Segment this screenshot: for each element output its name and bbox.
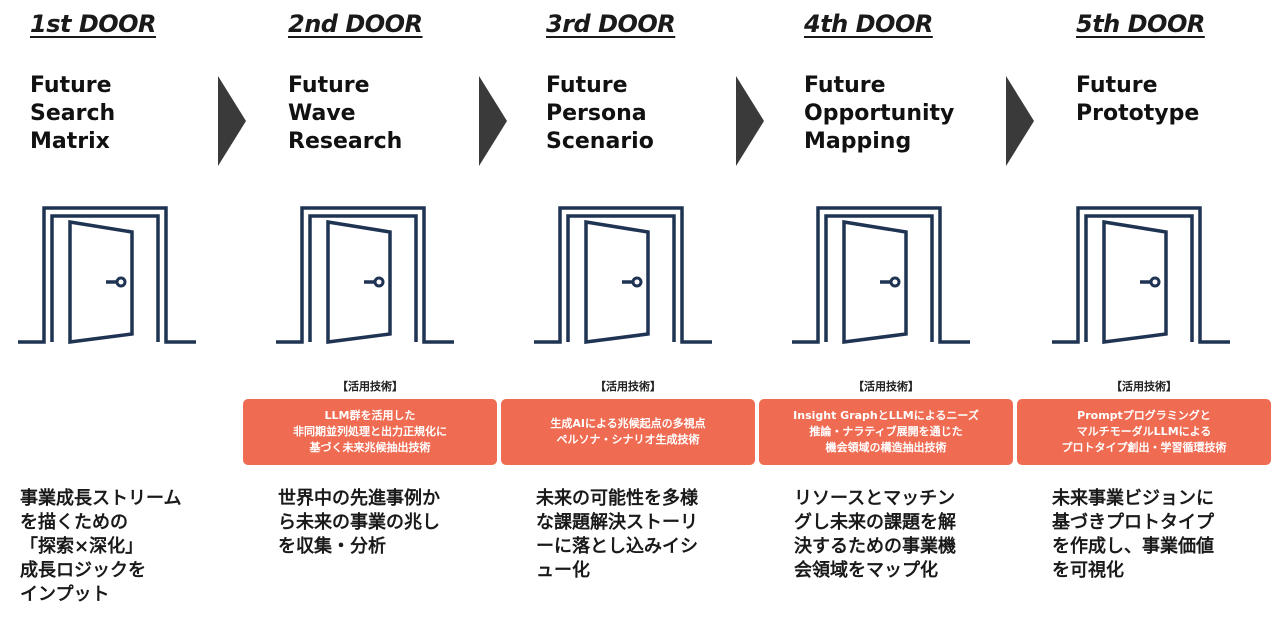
door-title-line: Future xyxy=(546,73,628,98)
description-line: を描くための xyxy=(20,512,128,533)
door-title: Future Wave Research xyxy=(288,72,402,156)
tech-line: Promptプログラミングと xyxy=(1077,409,1211,422)
description-line: インプット xyxy=(20,584,110,605)
door-heading: 5th DOOR xyxy=(1076,10,1205,38)
tech-box: Promptプログラミングと マルチモーダルLLMによる プロトタイプ創出・学習… xyxy=(1017,399,1271,465)
door-title-line: Research xyxy=(288,129,403,154)
door-title-line: Opportunity xyxy=(804,101,955,126)
door-title: Future Search Matrix xyxy=(30,72,115,156)
door-title-line: Future xyxy=(804,73,886,98)
tech-line: LLM群を活用した xyxy=(324,409,416,422)
description-line: ら未来の事業の兆し xyxy=(278,512,440,533)
door-heading: 1st DOOR xyxy=(30,10,157,38)
open-door-icon xyxy=(18,206,196,344)
open-door-icon xyxy=(1052,206,1230,344)
tech-box: 生成AIによる兆候起点の多視点 ペルソナ・シナリオ生成技術 xyxy=(501,399,755,465)
tech-line: 推論・ナラティブ展開を通じた xyxy=(809,425,963,438)
chevron-right-icon xyxy=(736,76,764,166)
door-title: Future Persona Scenario xyxy=(546,72,654,156)
door-description: 事業成長ストリーム を描くための 「探索×深化」 成長ロジックを インプット xyxy=(20,487,181,607)
description-line: 事業成長ストリーム xyxy=(20,488,182,509)
chevron-right-icon xyxy=(218,76,246,166)
open-door-icon xyxy=(276,206,454,344)
tech-label: 【活用技術】 xyxy=(337,380,403,393)
tech-line: Insight GraphとLLMによるニーズ xyxy=(793,409,979,422)
description-line: リソースとマッチン xyxy=(794,488,956,509)
tech-line: プロトタイプ創出・学習循環技術 xyxy=(1061,441,1227,454)
door-heading: 4th DOOR xyxy=(804,10,933,38)
description-line: ュー化 xyxy=(536,560,590,581)
description-line: グし未来の課題を解 xyxy=(794,512,956,533)
tech-box: LLM群を活用した 非同期並列処理と出力正規化に 基づく未来兆候抽出技術 xyxy=(243,399,497,465)
description-line: 未来事業ビジョンに xyxy=(1052,488,1214,509)
door-title-line: Mapping xyxy=(804,129,912,154)
door-column-4: 4th DOOR Future Opportunity Mapping 【活用技… xyxy=(759,0,1044,617)
description-line: 基づきプロトタイプ xyxy=(1052,512,1214,533)
tech-line: 機会領域の構造抽出技術 xyxy=(825,441,947,454)
door-title-line: Scenario xyxy=(546,129,654,154)
door-column-3: 3rd DOOR Future Persona Scenario 【活用技術】 … xyxy=(501,0,786,617)
description-line: 会領域をマップ化 xyxy=(794,560,938,581)
tech-label: 【活用技術】 xyxy=(853,380,919,393)
tech-label: 【活用技術】 xyxy=(595,380,661,393)
description-line: を作成し、事業価値 xyxy=(1052,536,1214,557)
description-line: 未来の可能性を多様 xyxy=(536,488,698,509)
open-door-icon xyxy=(534,206,712,344)
door-title: Future Opportunity Mapping xyxy=(804,72,954,156)
description-line: 「探索×深化」 xyxy=(20,536,144,557)
door-column-5: 5th DOOR Future Prototype 【活用技術】 Promptプ… xyxy=(1017,0,1276,617)
tech-label: 【活用技術】 xyxy=(1111,380,1177,393)
door-title-line: Wave xyxy=(288,101,356,126)
tech-box: Insight GraphとLLMによるニーズ 推論・ナラティブ展開を通じた 機… xyxy=(759,399,1013,465)
door-title-line: Future xyxy=(30,73,112,98)
description-line: な課題解決ストーリ xyxy=(536,512,698,533)
door-description: 未来事業ビジョンに 基づきプロトタイプ を作成し、事業価値 を可視化 xyxy=(1052,487,1214,583)
door-title-line: Prototype xyxy=(1076,101,1200,126)
door-title-line: Matrix xyxy=(30,129,110,154)
door-title-line: Search xyxy=(30,101,116,126)
door-title-line: Future xyxy=(1076,73,1158,98)
door-description: リソースとマッチン グし未来の課題を解 決するための事業機 会領域をマップ化 xyxy=(794,487,956,583)
door-title-line: Persona xyxy=(546,101,647,126)
tech-line: 非同期並列処理と出力正規化に xyxy=(293,425,447,438)
description-line: を収集・分析 xyxy=(278,536,386,557)
door-title-line: Future xyxy=(288,73,370,98)
door-heading: 2nd DOOR xyxy=(288,10,423,38)
description-line: ーに落とし込みイシ xyxy=(536,536,698,557)
description-line: 成長ロジックを xyxy=(20,560,146,581)
chevron-right-icon xyxy=(1006,76,1034,166)
tech-line: マルチモーダルLLMによる xyxy=(1076,425,1212,438)
tech-line: 生成AIによる兆候起点の多視点 xyxy=(550,417,706,430)
chevron-right-icon xyxy=(479,76,507,166)
door-description: 未来の可能性を多様 な課題解決ストーリ ーに落とし込みイシ ュー化 xyxy=(536,487,698,583)
door-column-1: 1st DOOR Future Search Matrix 事業成長ストリーム … xyxy=(18,0,270,617)
description-line: 決するための事業機 xyxy=(794,536,956,557)
open-door-icon xyxy=(792,206,970,344)
door-description: 世界中の先進事例か ら未来の事業の兆し を収集・分析 xyxy=(278,487,440,559)
description-line: 世界中の先進事例か xyxy=(278,488,440,509)
tech-line: ペルソナ・シナリオ生成技術 xyxy=(556,433,700,446)
door-title: Future Prototype xyxy=(1076,72,1199,128)
tech-line: 基づく未来兆候抽出技術 xyxy=(309,441,431,454)
door-heading: 3rd DOOR xyxy=(546,10,676,38)
door-column-2: 2nd DOOR Future Wave Research 【活用技術】 LLM… xyxy=(243,0,528,617)
description-line: を可視化 xyxy=(1052,560,1124,581)
